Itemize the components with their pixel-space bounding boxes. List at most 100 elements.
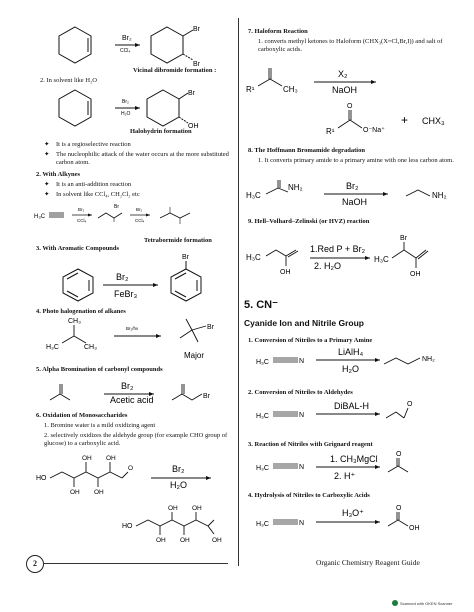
r10-arrow-bottom: 2. H₂O: [314, 261, 341, 271]
r7-aldehyde-o: O: [128, 465, 133, 472]
reaction-tetrabromide: H₃C Br₂ CCl₄ Br Br₂ CCl₄: [34, 204, 191, 224]
c1-nh2: NH₂: [422, 356, 435, 363]
bullet-anti-addition: It is an anti-addition reaction: [56, 181, 132, 188]
c1-n: N: [299, 358, 304, 365]
bullet-marker-3: ✦: [44, 181, 50, 188]
item-nitrile-amine: 1. Conversion of Nitriles to a Primary A…: [248, 337, 373, 344]
reaction-haloform: R¹ CH₃ X₂ NaOH R¹ O O⁻Na⁺ + CHX₃: [246, 68, 445, 136]
reaction-nitrile-amine: H₃C N LiAlH₄ H₂O NH₂: [256, 347, 435, 374]
section-hoffmann: 8. The Hoffmann Bromamide degradation: [248, 147, 365, 154]
r9-nh2: NH₂: [288, 183, 303, 192]
r7-oh2: OH: [106, 455, 116, 462]
c4-n: N: [299, 520, 304, 527]
section-monosaccharides: 6. Oxidation of Monosaccharides: [36, 412, 128, 419]
r1-arrow-bottom: CCl₄: [120, 48, 130, 54]
r5-ch3-top: CH₃: [68, 318, 81, 325]
r5-arrow-top: Br₂/hν: [126, 326, 139, 331]
reaction-alpha-bromination: Br₂ Acetic acid Br: [49, 381, 211, 405]
r7-ho-left: HO: [36, 475, 47, 482]
section-title-cn: 5. CN⁻: [244, 299, 278, 311]
scanner-watermark: Scanned with OKEN Scanner: [400, 601, 453, 606]
r7-p-oh3: OH: [156, 537, 166, 544]
bullet-marker-1: ✦: [44, 141, 50, 148]
reaction-nitrile-hydrolysis: H₃C N H₃O⁺ O OH: [256, 505, 420, 532]
r4-arrow-bottom: FeBr₃: [114, 289, 138, 299]
r6-arrow-top: Br₂: [121, 381, 134, 391]
item-haloform: 1. converts methyl ketones to Haloform (…: [258, 38, 443, 53]
r7-p-oh4: OH: [180, 537, 190, 544]
section-alkynes: 2. With Alkynes: [36, 171, 81, 178]
scanner-logo-icon: [392, 600, 398, 606]
r7-oh1: OH: [82, 455, 92, 462]
r10-oh: OH: [280, 269, 291, 276]
c2-h3c: H₃C: [256, 413, 269, 420]
r7-p-oh1: OH: [168, 505, 178, 512]
item-nitrile-hydrolysis: 4. Hydrolysis of Nitriles to Carboxylic …: [248, 492, 370, 499]
r5-br: Br: [207, 324, 215, 331]
r7-p-oh2: OH: [192, 505, 202, 512]
r10-h3c: H₃C: [246, 253, 261, 262]
c3-h3c: H₃C: [256, 465, 269, 472]
bullet-marker-2: ✦: [44, 151, 50, 158]
r10-arrow-top: 1.Red P + Br₂: [310, 244, 366, 254]
reaction-vicinal-dibromide: Br₂ CCl₄ Br Br: [58, 26, 201, 68]
r7-arrow-bottom: H₂O: [170, 480, 187, 490]
r8-p-r1: R¹: [326, 127, 335, 136]
item-hoffmann: 1. It converts primary amide to a primar…: [258, 157, 454, 164]
item-nitrile-grignard: 3. Reaction of Nitriles with Grignard re…: [248, 441, 373, 448]
r8-o: O: [347, 103, 353, 110]
r3-arrow1-top: Br₂: [78, 207, 85, 212]
r3-arrow2-top: Br₂: [136, 207, 143, 212]
r3-caption: Tetrabormide formation: [144, 237, 212, 244]
r5-ch3-right: CH₃: [84, 344, 97, 351]
r10-br: Br: [400, 235, 408, 242]
r8-arrow-bottom: NaOH: [332, 85, 357, 95]
reaction-nitrile-grignard: H₃C N 1. CH₃MgCl 2. H⁺ O: [256, 451, 409, 481]
c2-o: O: [407, 401, 413, 408]
section-alpha-bromination: 5. Alpha Bromination of carbonyl compoun…: [36, 366, 163, 373]
r3-h3c: H₃C: [34, 214, 46, 220]
r7-oh4: OH: [94, 489, 104, 496]
bullet-nucleophilic: The nucleophilic attack of the water occ…: [56, 151, 229, 166]
r9-nh2-product: NH₂: [432, 191, 447, 200]
r10-oh-product: OH: [410, 271, 421, 278]
bullet-regioselective: It is a regioselective reaction: [56, 141, 131, 148]
r7-oh3: OH: [70, 489, 80, 496]
r8-ch3: CH₃: [283, 85, 298, 94]
r7-arrow-top: Br₂: [172, 464, 185, 474]
c4-oh: OH: [409, 525, 420, 532]
r5-h3c: H₃C: [46, 344, 59, 351]
r3-arrow1-bottom: CCl₄: [77, 218, 86, 223]
reaction-hoffmann: H₃C NH₂ Br₂ NaOH NH₂: [246, 180, 447, 207]
item-bromine-water: 1. Bromine water is a mild oxidizing age…: [44, 422, 156, 429]
column-divider: [238, 18, 239, 566]
c4-h3c: H₃C: [256, 521, 269, 528]
bullet-solvent: In solvent like CCl₄, CH₂Cl₂ etc: [56, 191, 140, 198]
reaction-photo-halogenation: CH₃ H₃C CH₃ Br₂/hν Br Major: [46, 318, 215, 360]
r6-arrow-bottom: Acetic acid: [110, 395, 154, 405]
reaction-nitrile-aldehyde: H₃C N DiBAL-H O: [256, 401, 413, 420]
reaction-hvz: H₃C OH 1.Red P + Br₂ 2. H₂O H₃C Br OH: [246, 235, 429, 278]
c1-arrow-bottom: H₂O: [342, 364, 359, 374]
reaction-glucose-oxidation: HO OH OH OH OH O Br₂ H₂O HO OH OH OH OH …: [36, 455, 222, 544]
section-subtitle-cyanide: Cyanide Ion and Nitrile Group: [244, 318, 364, 328]
c2-arrow-top: DiBAL-H: [334, 401, 369, 411]
r5-major: Major: [184, 351, 204, 360]
footer-rule: [44, 563, 228, 564]
r2-arrow-bottom: H₂O: [121, 111, 131, 117]
section-aromatic: 3. With Aromatic Compounds: [36, 245, 120, 252]
section-photo-halogenation: 4. Photo halogenation of alkanes: [36, 308, 126, 315]
r6-br: Br: [203, 393, 211, 400]
c1-arrow-top: LiAlH₄: [338, 347, 364, 357]
c3-arrow-top: 1. CH₃MgCl: [330, 454, 378, 464]
r1-product-br1: Br: [193, 26, 201, 33]
r10-p-h3c: H₃C: [374, 255, 389, 264]
r9-arrow-top: Br₂: [346, 181, 359, 191]
r3-arrow2-bottom: CCl₄: [135, 218, 144, 223]
r8-r1: R¹: [246, 85, 255, 94]
c2-n: N: [299, 412, 304, 419]
r2-caption: Halohydrin formation: [130, 128, 192, 135]
r8-arrow-top: X₂: [338, 69, 348, 79]
r1-arrow-top: Br₂: [122, 35, 132, 42]
r8-plus: +: [401, 113, 408, 127]
